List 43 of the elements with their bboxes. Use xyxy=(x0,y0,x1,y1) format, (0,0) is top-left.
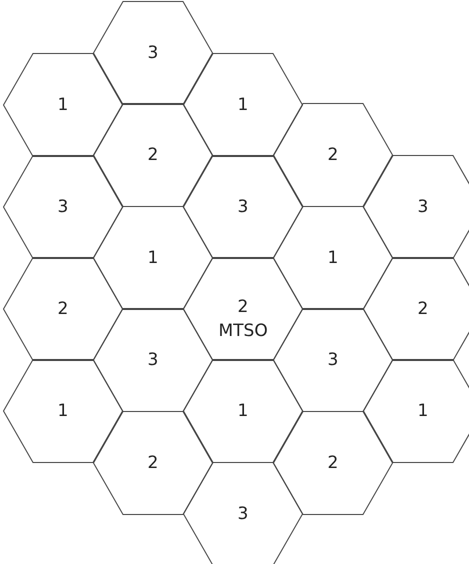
hexagon-cell xyxy=(273,103,393,207)
cell-number: 1 xyxy=(328,248,338,268)
hexagon-cell xyxy=(93,1,213,105)
cell-number: 3 xyxy=(238,504,248,524)
hexagon-cell xyxy=(363,257,469,361)
cell-number: 1 xyxy=(418,401,428,421)
cell-label: MTSO xyxy=(218,321,268,341)
hexagon-cell xyxy=(183,257,303,361)
cell-number: 2 xyxy=(328,145,338,165)
cell-number: 1 xyxy=(238,95,248,115)
cell-number: 2 xyxy=(328,453,338,473)
cell-number: 3 xyxy=(148,43,158,63)
cell-number: 2 xyxy=(148,145,158,165)
hexagon-cell xyxy=(3,359,123,463)
hexagon-cell xyxy=(3,53,123,157)
hexagon-cell xyxy=(183,359,303,463)
hexagon-cell xyxy=(363,359,469,463)
hexagon-cell xyxy=(273,411,393,515)
hexagon-cell xyxy=(273,206,393,310)
hexagon-cell xyxy=(93,103,213,207)
cell-number: 3 xyxy=(148,350,158,370)
cell-number: 2 xyxy=(238,297,248,317)
cell-number: 1 xyxy=(58,401,68,421)
cell-number: 1 xyxy=(238,401,248,421)
cell-number: 3 xyxy=(418,197,428,217)
cell-number: 2 xyxy=(418,299,428,319)
hexagon-cell xyxy=(93,308,213,412)
cell-number: 2 xyxy=(148,453,158,473)
hexagon-cell xyxy=(93,206,213,310)
cell-number: 3 xyxy=(238,197,248,217)
hexagon-cell xyxy=(183,53,303,157)
hexagon-cell xyxy=(273,308,393,412)
hexagon-cell xyxy=(363,155,469,259)
hexagon-cell xyxy=(3,155,123,259)
cell-number: 3 xyxy=(58,197,68,217)
cell-number: 2 xyxy=(58,299,68,319)
hexagon-cell xyxy=(3,257,123,361)
hexagon-cell xyxy=(183,462,303,564)
cell-number: 3 xyxy=(328,350,338,370)
hexagon-cell xyxy=(93,411,213,515)
cell-number: 1 xyxy=(58,95,68,115)
cell-number: 1 xyxy=(148,248,158,268)
hexagon-cell xyxy=(183,155,303,259)
